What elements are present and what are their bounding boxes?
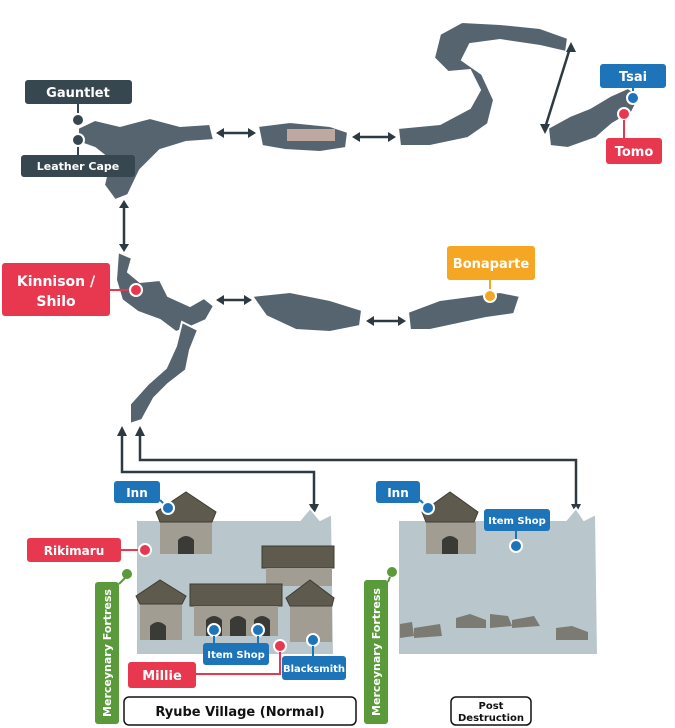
house-icon xyxy=(155,491,217,554)
label-item-shop-left[interactable]: Item Shop xyxy=(203,623,269,665)
double-arrow-icon xyxy=(216,295,252,305)
cave-upper-right xyxy=(396,20,570,147)
label-gauntlet-text: Gauntlet xyxy=(46,86,110,101)
double-arrow-icon xyxy=(540,42,576,134)
cave-middle-right xyxy=(406,290,522,331)
label-inn-right[interactable]: Inn xyxy=(376,481,435,515)
label-item-shop-left-text: Item Shop xyxy=(207,650,265,661)
label-mercenary-right[interactable]: Merceynary Fortress xyxy=(364,565,399,724)
label-inn-left-text: Inn xyxy=(126,486,148,500)
bridge-marker xyxy=(287,129,335,141)
label-rikimaru-text: Rikimaru xyxy=(44,544,105,558)
location-pin-icon xyxy=(421,501,435,515)
house-icon xyxy=(189,583,283,636)
cave-middle xyxy=(250,290,364,334)
label-tomo[interactable]: Tomo xyxy=(606,107,662,164)
label-kinnison-shilo[interactable]: Kinnison / Shilo xyxy=(2,263,143,316)
label-blacksmith[interactable]: Blacksmith xyxy=(282,633,346,680)
caption-ryube-normal-text: Ryube Village (Normal) xyxy=(155,705,324,720)
village-connector xyxy=(135,426,581,514)
location-pin-icon xyxy=(306,633,320,647)
label-bonaparte[interactable]: Bonaparte xyxy=(447,246,535,303)
label-tomo-text: Tomo xyxy=(615,145,654,160)
house-icon xyxy=(135,579,187,640)
double-arrow-icon xyxy=(119,200,129,252)
double-arrow-icon xyxy=(216,128,256,138)
caption-post-text-2: Destruction xyxy=(458,713,524,724)
location-pin-icon xyxy=(251,623,265,637)
label-kinnison-text-2: Shilo xyxy=(36,294,76,310)
location-pin-icon xyxy=(207,623,221,637)
caption-ryube-normal: Ryube Village (Normal) xyxy=(123,696,357,726)
location-pin-icon xyxy=(71,113,85,127)
location-pin-icon xyxy=(385,565,399,579)
location-pin-icon xyxy=(273,639,287,653)
label-item-shop-right-text: Item Shop xyxy=(488,516,546,527)
label-gauntlet[interactable]: Gauntlet xyxy=(25,80,132,127)
label-blacksmith-text: Blacksmith xyxy=(283,664,345,675)
location-pin-icon xyxy=(626,91,640,105)
cave-middle-left xyxy=(114,250,216,334)
double-arrow-icon xyxy=(352,132,396,142)
label-tsai[interactable]: Tsai xyxy=(600,64,666,105)
caption-post-destruction: Post Destruction xyxy=(450,696,532,726)
house-icon xyxy=(285,579,335,642)
label-millie[interactable]: Millie xyxy=(128,639,287,688)
house-icon xyxy=(261,545,335,586)
location-pin-icon xyxy=(509,539,523,553)
label-kinnison-text-1: Kinnison / xyxy=(17,274,96,290)
house-icon xyxy=(421,491,479,554)
village-connector xyxy=(117,426,319,514)
label-mercenary-right-text: Merceynary Fortress xyxy=(370,588,383,716)
label-tsai-text: Tsai xyxy=(619,70,647,85)
location-pin-icon xyxy=(129,283,143,297)
label-mercenary-left[interactable]: Merceynary Fortress xyxy=(95,567,134,724)
label-bonaparte-text: Bonaparte xyxy=(453,257,530,272)
location-pin-icon xyxy=(483,289,497,303)
double-arrow-icon xyxy=(366,316,406,326)
label-millie-text: Millie xyxy=(142,669,182,684)
label-leather-cape[interactable]: Leather Cape xyxy=(21,133,135,177)
location-pin-icon xyxy=(71,133,85,147)
location-pin-icon xyxy=(138,543,152,557)
ruins xyxy=(400,614,588,640)
location-pin-icon xyxy=(617,107,631,121)
label-mercenary-left-text: Merceynary Fortress xyxy=(101,589,114,717)
label-rikimaru[interactable]: Rikimaru xyxy=(27,538,152,562)
cave-lower xyxy=(129,320,200,426)
caption-post-text-1: Post xyxy=(479,701,504,712)
label-leather-cape-text: Leather Cape xyxy=(37,160,120,173)
label-inn-right-text: Inn xyxy=(387,486,409,500)
label-inn-left[interactable]: Inn xyxy=(114,481,175,515)
location-pin-icon xyxy=(161,501,175,515)
label-item-shop-right[interactable]: Item Shop xyxy=(484,509,550,553)
location-pin-icon xyxy=(120,567,134,581)
